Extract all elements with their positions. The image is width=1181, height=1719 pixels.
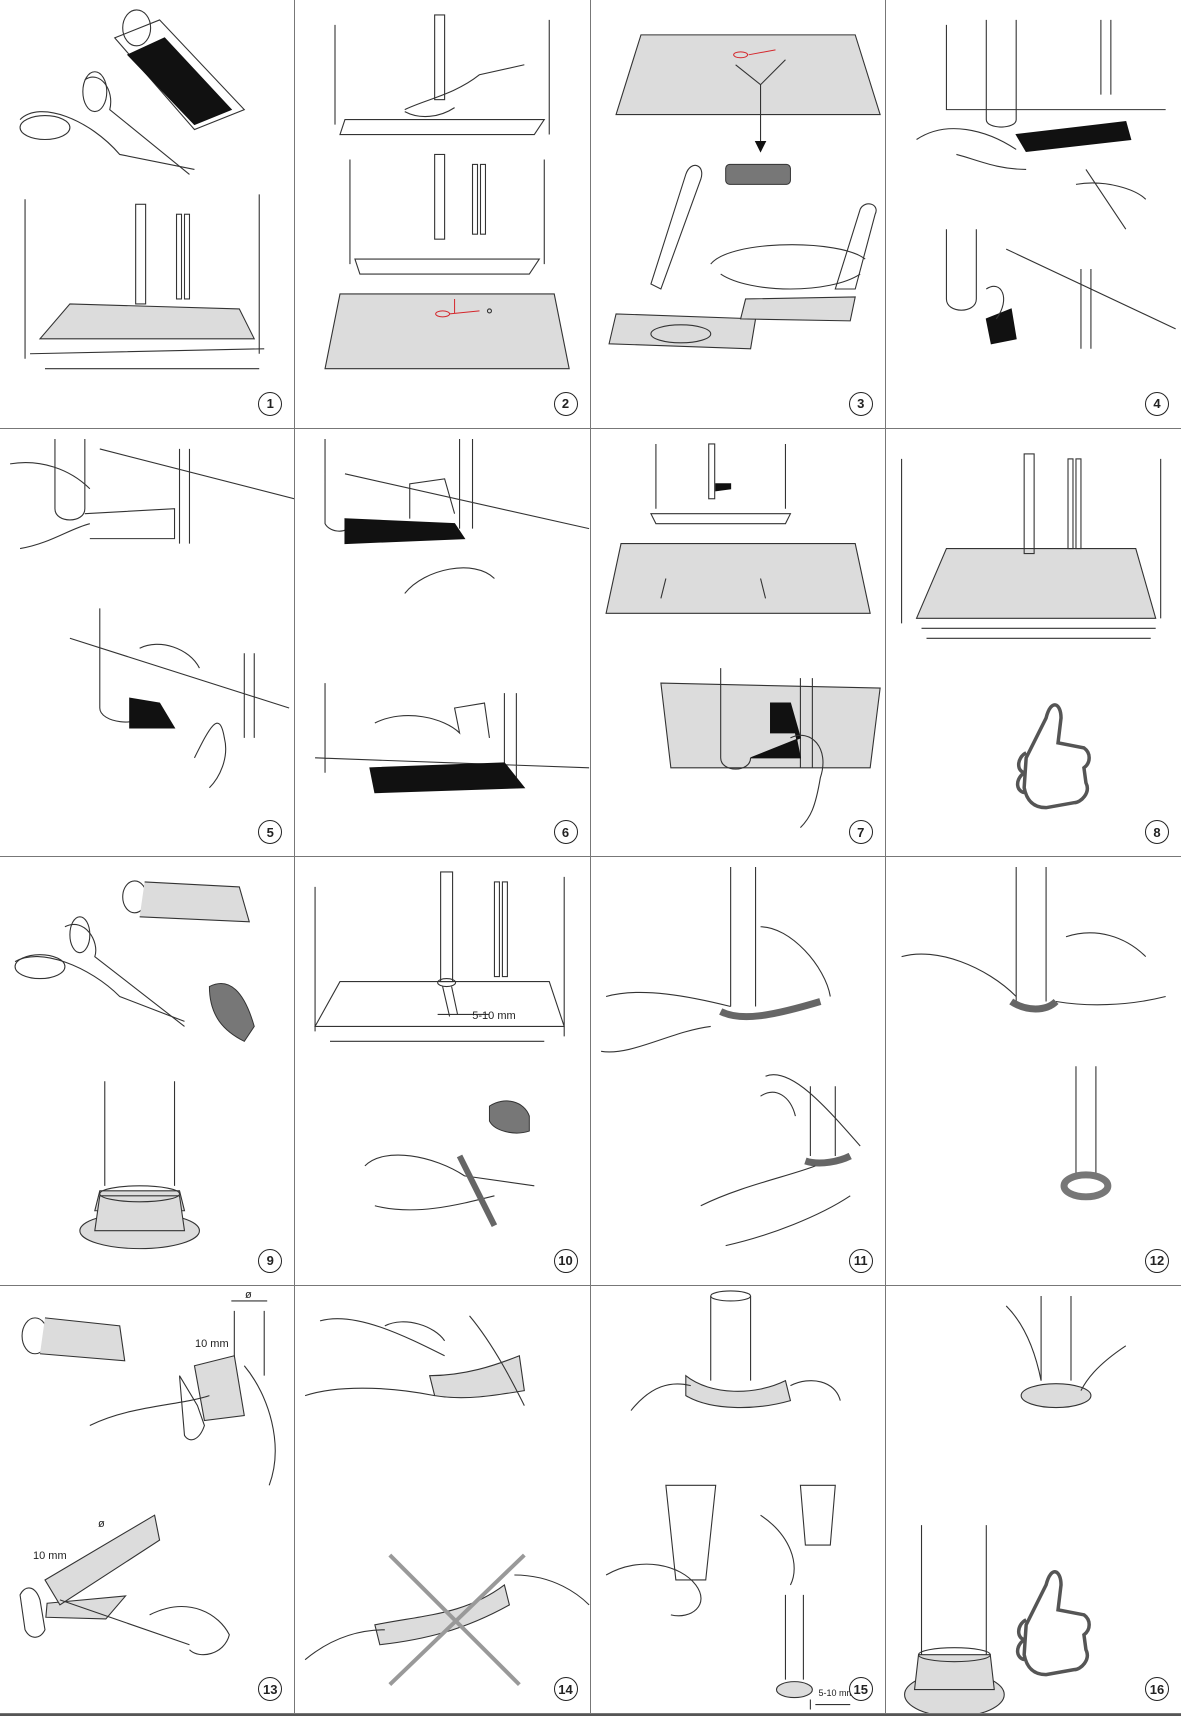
gap-label: 5-10 mm xyxy=(472,1010,516,1022)
gap-label: 5-10 mm xyxy=(818,1687,855,1698)
margin-label: 10 mm xyxy=(33,1549,67,1562)
step-number: 2 xyxy=(553,391,578,416)
scissors-icon xyxy=(14,916,185,1027)
step-number: 14 xyxy=(553,1677,578,1701)
step-number: 5 xyxy=(258,820,283,844)
step-4-illustration xyxy=(915,19,1176,349)
diameter-symbol: ø xyxy=(245,1288,252,1301)
thumbs-up-icon xyxy=(1015,1569,1091,1676)
step-12-panel: 12 xyxy=(885,857,1181,1286)
step-6-panel: 6 xyxy=(295,428,591,857)
step-3-panel: 3 xyxy=(590,0,886,429)
step-2-panel: 2 xyxy=(295,0,591,429)
wrong-cross-icon xyxy=(388,1553,526,1686)
step-number: 12 xyxy=(1145,1248,1169,1273)
step-16-illustration xyxy=(903,1295,1126,1713)
step-15-illustration xyxy=(605,1289,850,1710)
step-14-illustration xyxy=(305,1315,590,1686)
cut-out-tray xyxy=(324,293,571,370)
step-1-illustration xyxy=(19,9,265,370)
step-10-illustration xyxy=(314,871,566,1228)
step-3-illustration xyxy=(607,34,881,350)
step-number: 1 xyxy=(258,391,283,416)
step-5-panel: 5 xyxy=(0,428,296,857)
tape-roll-black xyxy=(113,9,246,131)
step-number: 13 xyxy=(258,1677,283,1701)
cleaned-floor-scene xyxy=(349,153,546,275)
step-16-panel: 16 xyxy=(885,1286,1181,1714)
arrow-down-icon xyxy=(734,59,786,145)
step-10-panel: 5-10 mm 10 xyxy=(295,857,591,1286)
step-number: 15 xyxy=(848,1677,873,1701)
wiping-floor-scene xyxy=(334,14,551,136)
tray-sheet xyxy=(604,542,871,614)
step-number: 6 xyxy=(553,820,578,844)
step-number: 3 xyxy=(848,391,873,416)
step-8-panel: 8 xyxy=(885,429,1181,857)
step-number: 4 xyxy=(1145,391,1169,416)
step-11-panel: 11 xyxy=(590,857,886,1286)
foam-rod xyxy=(457,1154,498,1228)
step-8-illustration xyxy=(900,452,1161,809)
rotate-arrow-icon xyxy=(709,244,866,290)
step-2-illustration xyxy=(324,14,571,370)
step-7-panel: 7 xyxy=(590,428,886,857)
pipe-with-collar xyxy=(79,1081,200,1250)
sealing-foam-strip xyxy=(208,983,255,1042)
blade-pack xyxy=(724,163,791,185)
tray-with-pipes xyxy=(24,194,265,370)
step-12-illustration xyxy=(901,866,1166,1201)
step-11-illustration xyxy=(600,866,861,1247)
utility-knife-icon xyxy=(649,164,877,290)
diameter-symbol: ø xyxy=(98,1517,105,1530)
tape-roll-gray xyxy=(122,880,251,923)
step-5-illustration xyxy=(10,438,295,788)
step-7-illustration xyxy=(604,442,881,828)
step-number: 16 xyxy=(1145,1677,1169,1701)
step-1-panel: 1 xyxy=(0,0,296,429)
step-13-panel: ø 10 mm ø 10 mm 13 xyxy=(0,1285,296,1714)
step-number: 7 xyxy=(848,820,873,844)
step-6-illustration xyxy=(315,438,590,793)
push-arrow-icon xyxy=(659,577,766,599)
black-tape-strip xyxy=(1015,121,1132,153)
margin-label: 10 mm xyxy=(195,1337,229,1350)
step-number: 9 xyxy=(258,1248,283,1273)
cut-template xyxy=(607,313,756,350)
step-9-illustration xyxy=(14,880,255,1250)
step-number: 11 xyxy=(848,1248,873,1273)
step-14-panel: 14 xyxy=(295,1285,591,1714)
thumbs-up-icon xyxy=(1015,702,1091,809)
step-13-illustration xyxy=(19,1299,276,1655)
step-number: 8 xyxy=(1145,820,1169,844)
step-number: 10 xyxy=(553,1248,578,1273)
step-9-panel: 9 xyxy=(0,857,296,1286)
step-4-panel: 4 xyxy=(885,0,1181,429)
step-15-panel: 5-10 mm 15 xyxy=(590,1285,886,1714)
scissors-icon xyxy=(19,71,195,175)
